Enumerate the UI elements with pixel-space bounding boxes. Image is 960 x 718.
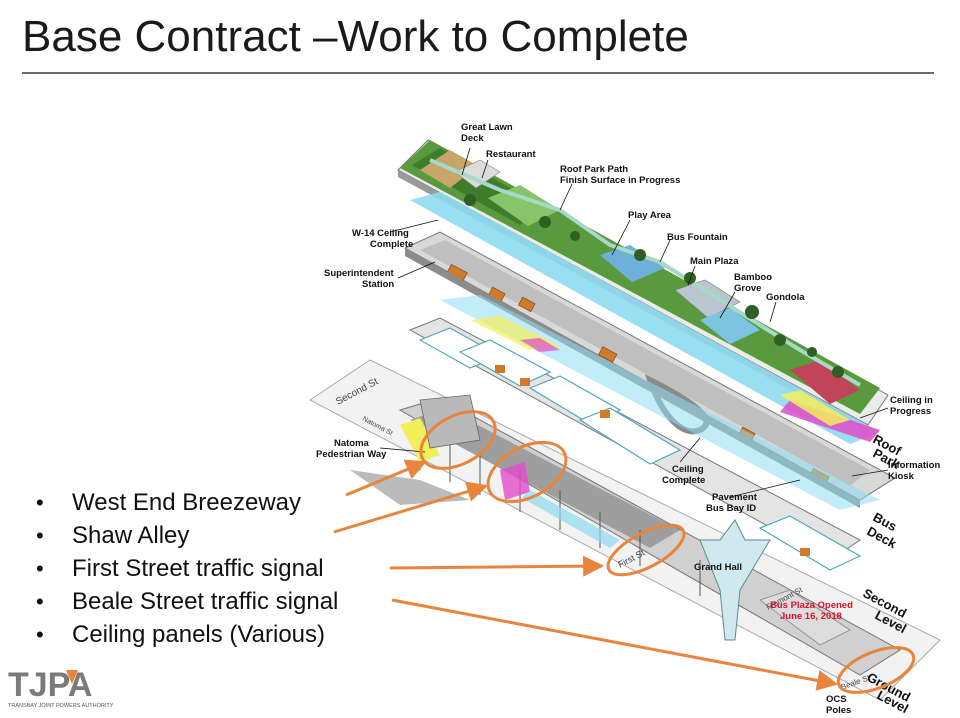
callout-w14-line1: W-14 Ceiling — [352, 228, 409, 239]
callout-ceiling-in-progress-line1: Ceiling in — [890, 395, 933, 406]
callout-superintendent-line2: Station — [362, 279, 394, 290]
highlight-beale-street — [836, 646, 916, 694]
callout-bamboo-grove-line1: Bamboo — [734, 272, 772, 283]
tjpa-logo: TJPA TRANSBAY JOINT POWERS AUTHORITY — [8, 666, 114, 709]
callout-bus-plaza-line1: Bus Plaza Opened — [770, 600, 853, 611]
bullet-text: Beale Street traffic signal — [72, 588, 339, 615]
logo-wordmark: TJPA — [8, 666, 92, 704]
highlight-west-end-breezeway — [419, 410, 497, 470]
callout-bus-plaza-line2: June 16, 2018 — [780, 611, 842, 622]
slide-title: Base Contract –Work to Complete — [22, 12, 689, 61]
callout-restaurant: Restaurant — [486, 149, 536, 160]
logo-tagline: TRANSBAY JOINT POWERS AUTHORITY — [8, 703, 114, 709]
callout-gondola: Gondola — [766, 292, 805, 303]
callout-ceiling-complete-line1: Ceiling — [672, 464, 704, 475]
list-item: •Shaw Alley — [36, 522, 190, 549]
bullet-text: West End Breezeway — [72, 489, 301, 516]
bullet-text: Shaw Alley — [72, 522, 190, 549]
second-level — [408, 317, 862, 571]
callout-superintendent-line1: Superintendent — [324, 268, 395, 279]
bus-deck-level — [403, 231, 896, 510]
callout-play-area: Play Area — [628, 210, 672, 221]
list-item: •West End Breezeway — [36, 489, 301, 516]
callout-pavement-line1: Pavement — [712, 492, 758, 503]
callout-great-lawn-line1: Great Lawn — [461, 122, 513, 133]
bullet-text: Ceiling panels (Various) — [72, 621, 326, 648]
callout-information-kiosk-line1: Information — [888, 460, 940, 471]
callout-great-lawn-line2: Deck — [461, 133, 484, 144]
work-items-list: •West End Breezeway •Shaw Alley •First S… — [32, 486, 338, 651]
ceiling-level — [410, 192, 880, 444]
highlight-first-street — [606, 523, 686, 577]
callout-natoma-line2: Pedestrian Way — [316, 449, 387, 460]
callout-ocs-line2: Poles — [826, 705, 851, 716]
callout-pavement-line2: Bus Bay ID — [706, 503, 756, 514]
highlight-arrows — [333, 459, 839, 691]
title-divider — [22, 72, 934, 74]
callout-natoma-line1: Natoma — [334, 438, 370, 449]
leader-lines — [379, 147, 889, 498]
callout-main-plaza: Main Plaza — [690, 256, 739, 267]
list-item: •First Street traffic signal — [36, 555, 324, 582]
callout-ocs-line1: OCS — [826, 694, 847, 705]
bullet-text: First Street traffic signal — [72, 555, 324, 582]
callout-labels: Great Lawn Deck Restaurant Roof Park Pat… — [316, 122, 940, 716]
ground-level — [309, 359, 941, 701]
callout-roof-park-path-line2: Finish Surface in Progress — [560, 175, 680, 186]
callout-ceiling-complete-line2: Complete — [662, 475, 705, 486]
callout-information-kiosk-line2: Kiosk — [888, 471, 915, 482]
list-item: •Ceiling panels (Various) — [36, 621, 326, 648]
highlight-ellipses — [419, 410, 916, 694]
list-item: •Beale Street traffic signal — [36, 588, 339, 615]
callout-bus-fountain: Bus Fountain — [667, 232, 728, 243]
callout-grand-hall: Grand Hall — [694, 562, 742, 573]
callout-bamboo-grove-line2: Grove — [734, 283, 761, 294]
callout-w14-line2: Complete — [370, 239, 413, 250]
highlight-shaw-alley — [486, 440, 568, 504]
callout-roof-park-path-line1: Roof Park Path — [560, 164, 628, 175]
callout-ceiling-in-progress-line2: Progress — [890, 406, 931, 417]
logo-accent-icon — [66, 670, 78, 684]
